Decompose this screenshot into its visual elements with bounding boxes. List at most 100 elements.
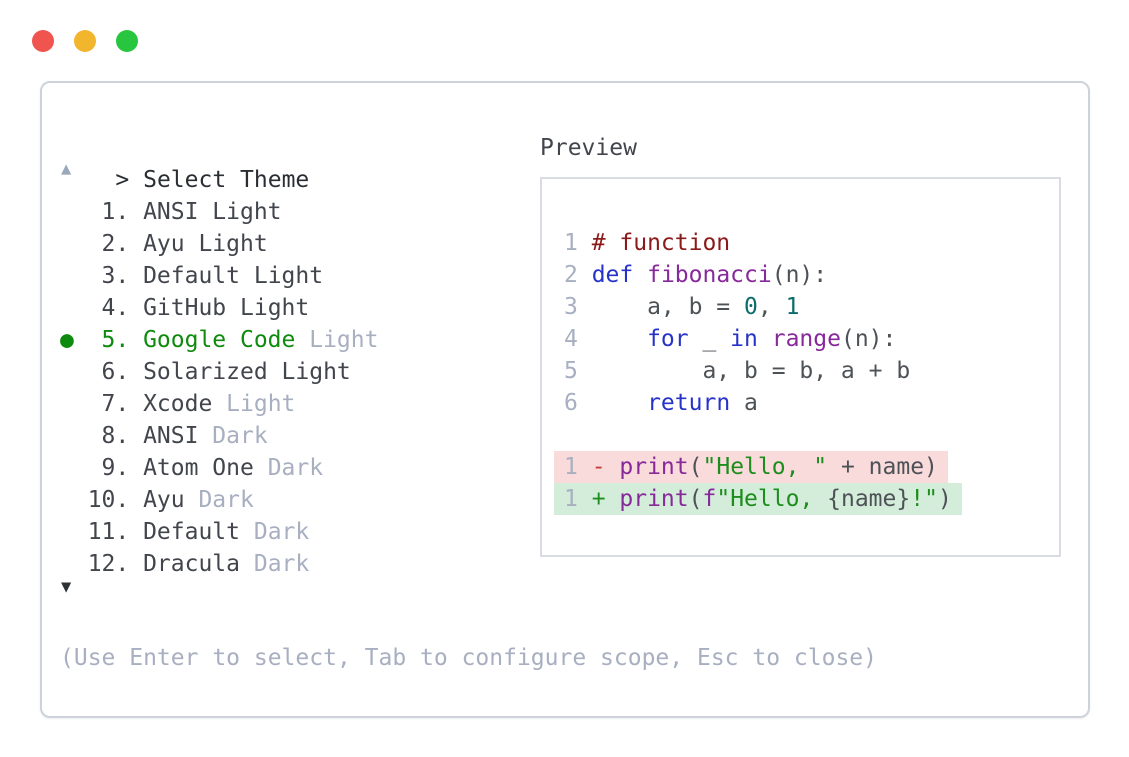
theme-number: 3. [101,263,130,289]
theme-variant: Dark [212,423,268,449]
code-token: + name) [827,454,938,480]
selected-marker-icon: ● [60,327,74,353]
code-token: return [647,390,731,416]
code-line-chip: 1- print("Hello, " + name) [554,451,948,483]
theme-variant: Light [253,263,324,289]
preview-title: Preview [540,135,637,161]
theme-variant: Light [198,231,268,257]
theme-number: 7. [101,391,130,417]
code-line [554,419,1059,451]
code-token [592,326,647,352]
code-line-chip: 4 for _ in range(n): [554,323,906,355]
code-token: (n): [840,326,897,352]
theme-variant: Light [240,295,310,321]
close-button[interactable] [32,30,54,52]
code-line: 5 a, b = b, a + b [554,355,1059,387]
theme-name: Solarized [143,359,268,385]
theme-option-3[interactable]: 3. Default Light [60,260,378,292]
line-number: 1 [564,486,578,512]
code-token: 0 [744,294,758,320]
scroll-down-icon[interactable]: ▼ [61,577,72,597]
theme-name: Atom One [143,455,254,481]
theme-variant: Light [281,359,351,385]
theme-name: Default [143,519,240,545]
code-token [758,326,772,352]
code-token: , [757,294,786,320]
theme-name: Google Code [143,327,296,353]
code-token: !" [910,486,938,512]
theme-variant: Dark [253,519,310,545]
code-line: 2 def fibonacci(n): [554,259,1059,291]
code-token: ( [688,454,703,480]
theme-name: Ayu [143,487,185,513]
panel-title: Select Theme [143,167,310,193]
theme-variant: Light [226,391,296,417]
scroll-up-icon[interactable]: ▲ [61,159,72,179]
code-token: {name} [827,486,911,512]
theme-option-12[interactable]: 12. Dracula Dark [60,548,378,580]
line-number: 1 [564,454,578,480]
panel-header: >Select Theme Preview [60,132,1070,193]
keyboard-hint: (Use Enter to select, Tab to configure s… [60,645,877,671]
code-token: range [771,326,841,352]
theme-option-11[interactable]: 11. Default Dark [60,516,378,548]
code-token: (n): [771,262,828,288]
code-token: def [591,262,634,288]
minimize-button[interactable] [74,30,96,52]
line-number: 6 [564,390,578,416]
theme-variant: Light [309,327,379,353]
code-line-chip: 1+ print(f"Hello, {name}!") [554,483,962,515]
code-token: _ [688,326,731,352]
theme-variant: Dark [198,487,254,513]
theme-number: 1. [101,199,130,225]
code-token: ( [688,486,703,512]
code-line-chip [554,419,574,451]
code-token: fibonacci [647,262,772,288]
line-number: 5 [564,358,578,384]
code-token: ) [937,486,952,512]
theme-name: Dracula [143,551,240,577]
code-line: 1+ print(f"Hello, {name}!") [554,483,1059,515]
code-token: + [591,486,620,512]
code-line: 4 for _ in range(n): [554,323,1059,355]
code-line: 3 a, b = 0, 1 [554,291,1059,323]
line-number: 2 [564,262,578,288]
theme-name: Default [143,263,240,289]
theme-number: 11. [87,519,130,545]
code-token: print [619,454,689,480]
theme-variant: Dark [253,551,310,577]
code-line-chip: 5 a, b = b, a + b [554,355,920,387]
code-token: a [730,390,758,416]
code-line: 1- print("Hello, " + name) [554,451,1059,483]
theme-number: 9. [101,455,130,481]
line-number: 4 [564,326,578,352]
code-token: print [619,486,689,512]
theme-name: ANSI [143,423,199,449]
window-controls [32,30,138,52]
code-token [592,390,647,416]
theme-number: 2. [101,231,130,257]
code-line-chip: 2 def fibonacci(n): [554,259,837,291]
code-line-chip: 1# function [554,227,740,259]
maximize-button[interactable] [116,30,138,52]
theme-variant: Light [212,199,282,225]
code-token: in [730,326,758,352]
code-line-chip: 6 return a [554,387,768,419]
code-token [633,262,647,288]
theme-number: 4. [101,295,130,321]
theme-number: 12. [87,551,130,577]
code-token: # function [591,230,731,256]
code-token: "Hello, [716,486,828,512]
